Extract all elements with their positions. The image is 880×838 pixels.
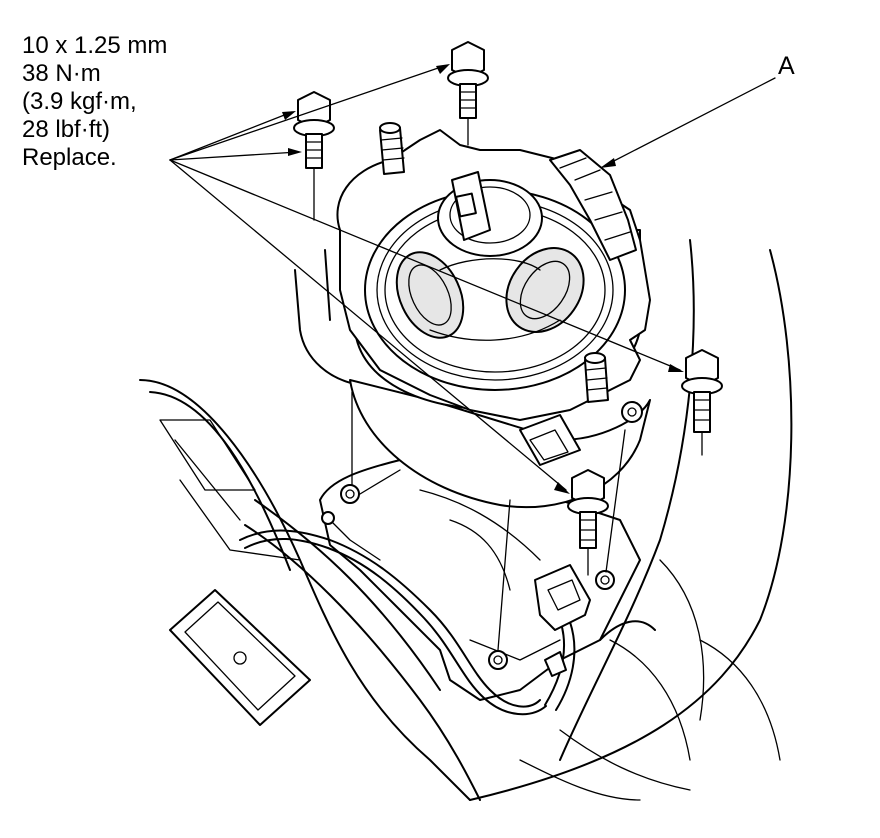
bolt-left — [293, 91, 335, 169]
torque-spec-label: 10 x 1.25 mm 38 N·m (3.9 kgf·m, 28 lbf·f… — [22, 32, 167, 172]
replace-note-text: Replace. — [22, 144, 117, 171]
body-frame — [139, 379, 481, 801]
callout-a-leader — [600, 77, 776, 168]
rear-connector — [519, 414, 581, 466]
mount-studs — [379, 122, 643, 423]
spec-leader-lines — [169, 64, 684, 494]
callout-a-label: A — [778, 52, 795, 80]
torque-kgfm-text: (3.9 kgf·m, — [22, 88, 137, 115]
bolt-top — [447, 41, 489, 119]
fender-curves — [469, 239, 793, 801]
torque-lbfft-text: 28 lbf·ft) — [22, 116, 111, 143]
bolt-lower — [567, 469, 609, 549]
engine-mount-body — [336, 129, 651, 509]
thread-size-text: 10 x 1.25 mm — [22, 32, 168, 59]
mounting-pad — [169, 589, 311, 726]
bolt-right — [681, 349, 723, 433]
component-a — [549, 149, 637, 261]
torque-nm-text: 38 N·m — [22, 60, 101, 87]
harness-connector — [534, 564, 591, 677]
bolt-guide-lines — [313, 117, 703, 651]
